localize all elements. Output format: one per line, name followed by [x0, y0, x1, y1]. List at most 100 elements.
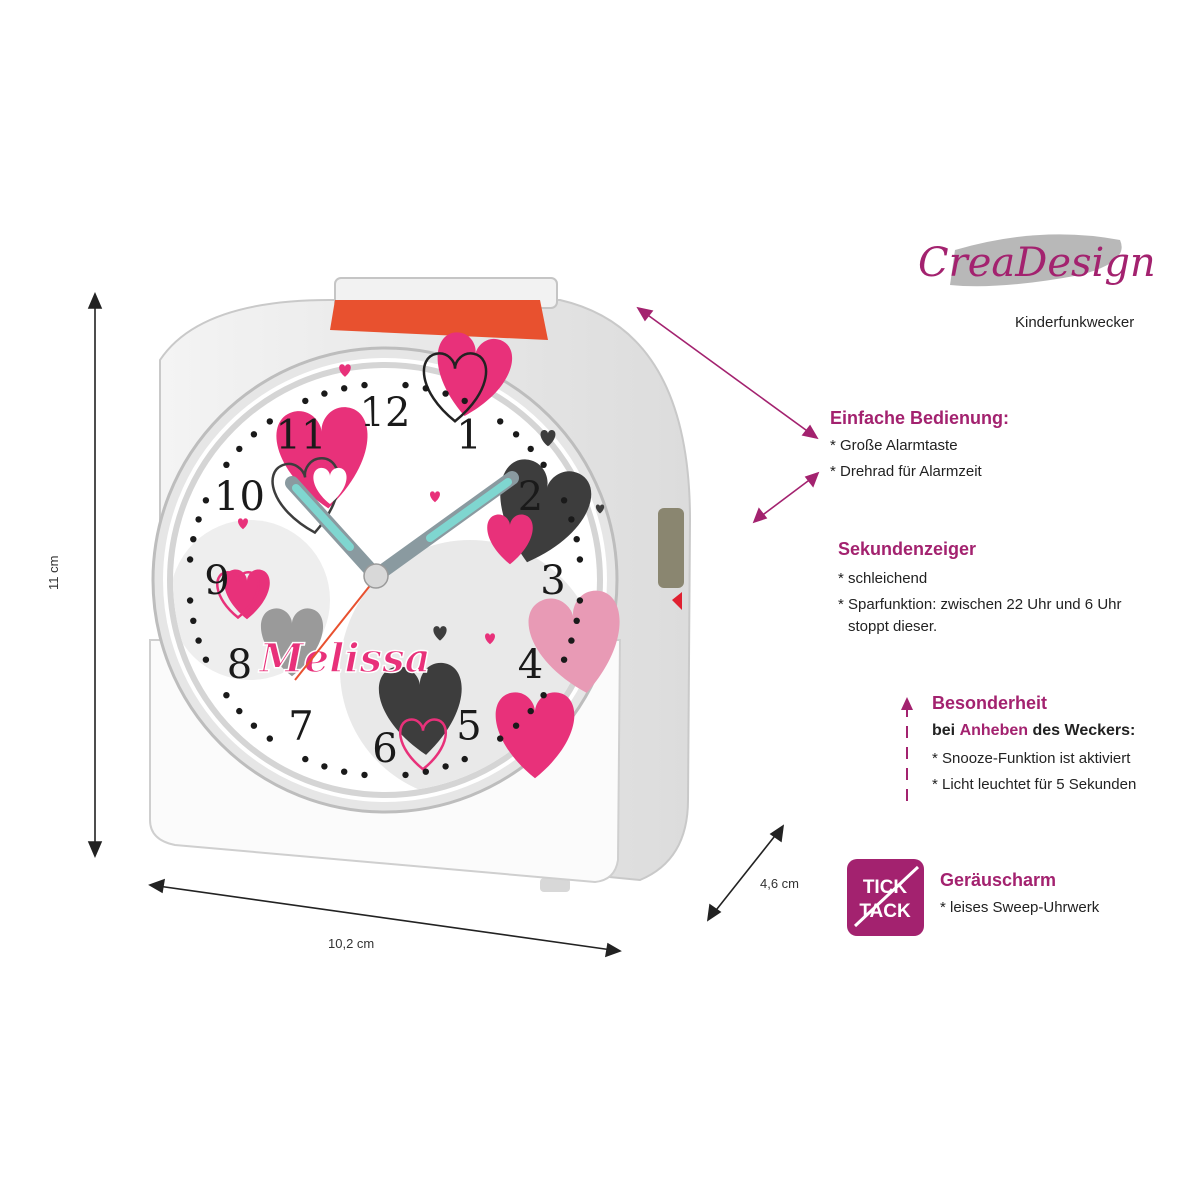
minute-dot	[361, 381, 368, 389]
minute-hand-lume	[426, 478, 512, 542]
feature-besonderheit-item: * Snooze-Funktion ist aktiviert	[932, 750, 1131, 767]
besonderheit-prefix: bei	[932, 722, 956, 739]
minute-dot	[195, 516, 202, 523]
heart	[595, 504, 605, 514]
heart	[339, 364, 351, 377]
minute-dot	[190, 617, 197, 624]
numeral-7: 7	[288, 704, 313, 750]
numeral-12: 12	[360, 390, 411, 436]
heart	[495, 692, 575, 779]
minute-dot	[302, 755, 309, 763]
minute-dot	[461, 397, 468, 405]
minute-dot	[461, 755, 468, 763]
minute-dot	[527, 707, 534, 715]
width-dim-line	[157, 885, 613, 951]
minute-dot	[202, 656, 210, 663]
minute-dot	[442, 763, 449, 770]
clock-name: Melissa	[257, 635, 430, 682]
besonderheit-highlight: Anheben	[959, 722, 1029, 739]
feature-besonderheit-item: * Licht leuchtet für 5 Sekunden	[932, 776, 1137, 793]
feature-bedienung-item: * Große Alarmtaste	[830, 437, 958, 454]
feature-besonderheit: Besonderheit bei Anheben des Weckers: * …	[932, 693, 1136, 798]
minute-dot	[576, 556, 584, 563]
minute-dot	[186, 597, 194, 604]
minute-dots	[186, 381, 584, 779]
feature-bedienung-item: * Drehrad für Alarmzeit	[830, 463, 982, 480]
feature-geraeuscharm-item: * leises Sweep-Uhrwerk	[940, 899, 1100, 916]
minute-dot	[190, 536, 197, 543]
width-label: 10,2 cm	[328, 936, 375, 951]
heart	[313, 467, 347, 504]
besonderheit-suffix: des Weckers:	[1032, 722, 1136, 739]
minute-dot	[497, 735, 504, 742]
hour-hand-lume	[292, 484, 354, 551]
heart	[430, 491, 440, 503]
minute-dot	[321, 390, 328, 397]
logo-brushstroke	[950, 234, 1122, 287]
numeral-8: 8	[227, 642, 252, 688]
feature-sekundenzeiger-item: * schleichend	[838, 570, 928, 587]
minute-dot	[321, 763, 328, 770]
feature-sekundenzeiger: Sekundenzeiger * schleichend * Sparfunkt…	[838, 539, 1121, 640]
minute-dot	[236, 707, 243, 715]
minute-dot	[195, 637, 202, 644]
minute-dot	[341, 768, 348, 775]
minute-dot	[573, 536, 580, 543]
second-hand-tail	[294, 577, 377, 681]
minute-dot	[527, 445, 534, 453]
minute-dot	[250, 722, 258, 729]
minute-dot	[576, 597, 584, 604]
feature-sekundenzeiger-title: Sekundenzeiger	[838, 539, 977, 559]
minute-dot	[402, 381, 409, 389]
minute-dot	[223, 692, 230, 699]
brand-logo: CreaDesign	[918, 240, 1158, 300]
pointer-knob-line	[759, 477, 813, 518]
heart	[485, 633, 495, 645]
logo-crea: Crea	[918, 240, 1016, 286]
feature-sekundenzeiger-item: * Sparfunktion: zwischen 22 Uhr und 6 Uh…	[838, 596, 1122, 613]
minute-dot	[560, 497, 568, 504]
brand-subtitle: Kinderfunkwecker	[1015, 314, 1135, 331]
numeral-4: 4	[518, 642, 543, 688]
feature-sekundenzeiger-item: stoppt dieser.	[848, 618, 938, 635]
depth-label: 4,6 cm	[760, 876, 800, 891]
side-arrow	[672, 592, 682, 610]
minute-dot	[422, 768, 429, 775]
numeral-5: 5	[456, 704, 481, 750]
badge-tick: TICK	[863, 877, 908, 898]
minute-dot	[540, 461, 547, 468]
minute-dot	[202, 497, 210, 504]
minute-dot	[266, 735, 273, 742]
heart	[433, 626, 447, 641]
clock-foot-right	[540, 878, 570, 892]
heart	[238, 518, 248, 530]
minute-dot	[560, 656, 568, 663]
feature-bedienung: Einfache Bedienung: * Große Alarmtaste *…	[830, 408, 1009, 485]
center-cap	[363, 563, 389, 589]
feature-besonderheit-title: Besonderheit	[932, 693, 1048, 713]
numeral-3: 3	[540, 558, 565, 604]
minute-dot	[236, 445, 243, 453]
minute-dot	[402, 771, 409, 779]
side-knob	[658, 508, 684, 588]
feature-geraeuscharm: Geräuscharm * leises Sweep-Uhrwerk	[940, 870, 1099, 921]
numeral-11: 11	[276, 413, 327, 459]
numeral-1: 1	[456, 413, 481, 459]
feature-bedienung-title: Einfache Bedienung:	[830, 408, 1010, 428]
heart	[260, 608, 324, 677]
minute-dot	[540, 692, 547, 699]
minute-dot	[512, 431, 520, 438]
heart	[487, 514, 533, 565]
numeral-9: 9	[204, 558, 229, 604]
depth-dim-line	[712, 831, 779, 915]
minute-dot	[266, 418, 273, 425]
logo-design: Design	[1015, 240, 1156, 286]
minute-dot	[568, 637, 575, 644]
lift-arrow	[901, 697, 913, 808]
numeral-6: 6	[372, 726, 397, 772]
heart	[437, 332, 513, 417]
minute-dot	[497, 418, 504, 425]
feature-besonderheit-line: bei Anheben des Weckers:	[932, 718, 1136, 744]
minute-dot	[573, 617, 580, 624]
